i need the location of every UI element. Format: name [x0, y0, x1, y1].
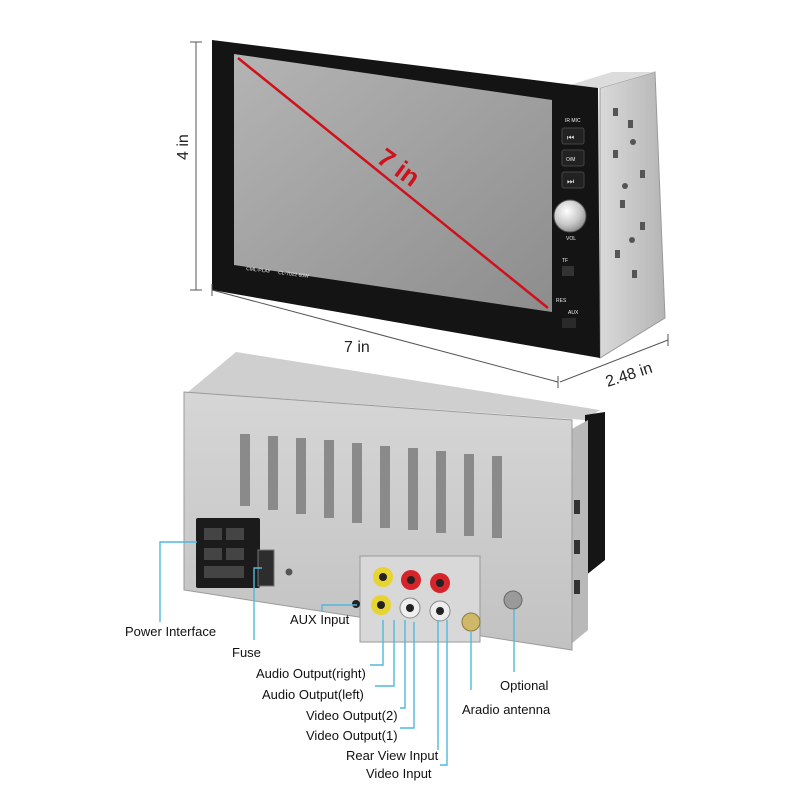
front-frame-side	[585, 412, 605, 576]
prev-button[interactable]	[561, 127, 585, 145]
rear-unit	[183, 352, 605, 651]
next-icon: ⏭	[567, 177, 574, 186]
aux-text: AUX	[568, 310, 579, 316]
label-optional: Optional	[500, 678, 549, 693]
mode-button[interactable]	[561, 149, 585, 167]
model-text: CL-7022 60W	[278, 270, 310, 280]
callout-leaders	[159, 541, 515, 766]
label-fuse: Fuse	[232, 645, 261, 660]
optional-port	[503, 590, 523, 610]
next-button[interactable]	[561, 171, 585, 189]
label-video-output-2: Video Output(2)	[306, 708, 398, 723]
right-chassis	[570, 420, 588, 645]
res-text: RES	[556, 298, 567, 304]
height-label: 4 in	[175, 134, 192, 160]
brand-text: CML-PLAY	[246, 266, 272, 275]
volume-knob[interactable]	[553, 199, 587, 233]
rca-bottom-row	[371, 595, 451, 622]
tf-slot[interactable]	[562, 266, 574, 276]
callout-labels: Power Interface Fuse AUX Input Audio Out…	[125, 612, 551, 781]
width-label: 7 in	[344, 339, 370, 356]
aux-jack	[352, 600, 360, 608]
label-power-interface: Power Interface	[125, 624, 216, 639]
label-audio-output-left: Audio Output(left)	[262, 687, 364, 702]
dimension-lines	[190, 41, 669, 388]
rca-top-row	[373, 567, 450, 593]
label-radio-antenna: Aradio antenna	[462, 702, 551, 717]
diagonal-line	[237, 57, 549, 309]
ir-mic-text: IR MIC	[565, 118, 581, 124]
side-vents	[574, 500, 580, 594]
heat-sink-fins	[240, 434, 502, 538]
aux-port[interactable]	[562, 318, 576, 328]
label-video-input: Video Input	[366, 766, 432, 781]
label-audio-output-right: Audio Output(right)	[256, 666, 366, 681]
vol-text: VOL	[566, 236, 576, 242]
antenna-port	[461, 612, 481, 632]
control-strip: IR MIC ⏮ O/M ⏭ VOL TF RES AUX	[553, 118, 587, 328]
rear-top	[188, 352, 600, 420]
side-chassis	[599, 71, 666, 359]
tf-text: TF	[562, 258, 568, 264]
side-holes	[613, 108, 645, 278]
prev-icon: ⏮	[567, 133, 574, 142]
mode-button-label: O/M	[566, 157, 575, 163]
depth-label: 2.48 in	[604, 360, 655, 391]
fuse-screw	[285, 568, 293, 576]
label-video-output-1: Video Output(1)	[306, 728, 398, 743]
label-rear-view-input: Rear View Input	[346, 748, 439, 763]
label-aux-input: AUX Input	[290, 612, 350, 627]
power-connector	[196, 518, 260, 588]
top-chassis	[560, 72, 655, 88]
front-unit: 7 in CML-PLAY CL-7022 60W IR MIC ⏮ O/M ⏭…	[212, 40, 666, 359]
